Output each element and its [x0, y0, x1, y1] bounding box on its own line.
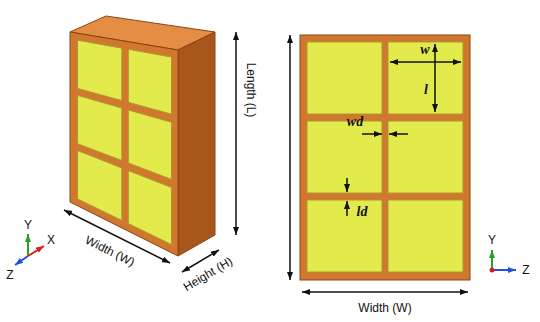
patch-cell	[388, 121, 463, 193]
y-axis-arrow	[491, 250, 493, 270]
ld-arrow	[346, 201, 348, 216]
patch-cell	[78, 40, 122, 100]
dimension-symbol: wd	[347, 115, 363, 129]
length-dimension	[235, 32, 237, 235]
wd-arrow	[389, 133, 408, 135]
axis-label: X	[47, 234, 55, 246]
front-view-plate	[300, 35, 470, 280]
axis-label: Z	[6, 269, 13, 281]
box-side-face	[178, 32, 215, 256]
dimension-symbol: w	[420, 43, 429, 57]
box-front-face	[70, 32, 178, 256]
patch-cell	[307, 200, 382, 272]
z-axis-arrow	[15, 256, 28, 265]
x-axis-dot	[490, 268, 495, 273]
axis-label: Y	[24, 219, 32, 231]
w-dimension	[390, 61, 461, 63]
patch-cell	[78, 151, 122, 221]
axis-label: Z	[522, 264, 529, 276]
dimension-label: Height (H)	[181, 255, 234, 293]
width-dimension	[302, 291, 468, 293]
patch-cell	[128, 171, 171, 245]
patch-cell	[78, 95, 122, 160]
dimension-symbol: ld	[357, 205, 368, 219]
dimension-label: Length (L)	[245, 63, 257, 118]
z-axis-arrow	[492, 269, 516, 271]
y-axis-arrow	[27, 234, 29, 256]
l-dimension	[434, 44, 436, 112]
ld-arrow	[346, 178, 348, 192]
patch-cell	[128, 49, 171, 114]
axis-label: Y	[488, 234, 496, 246]
wd-arrow	[362, 133, 382, 135]
patch-cell	[128, 110, 171, 179]
patch-cell	[388, 200, 463, 272]
length-dimension	[289, 35, 291, 280]
dimension-label: Width (W)	[358, 302, 411, 314]
patch-cell	[307, 42, 382, 114]
patch-cell	[388, 42, 463, 114]
dimension-symbol: l	[424, 83, 428, 97]
dimension-label: Width (W)	[83, 234, 136, 269]
x-axis-arrow	[28, 246, 44, 256]
patch-cell	[307, 121, 382, 193]
